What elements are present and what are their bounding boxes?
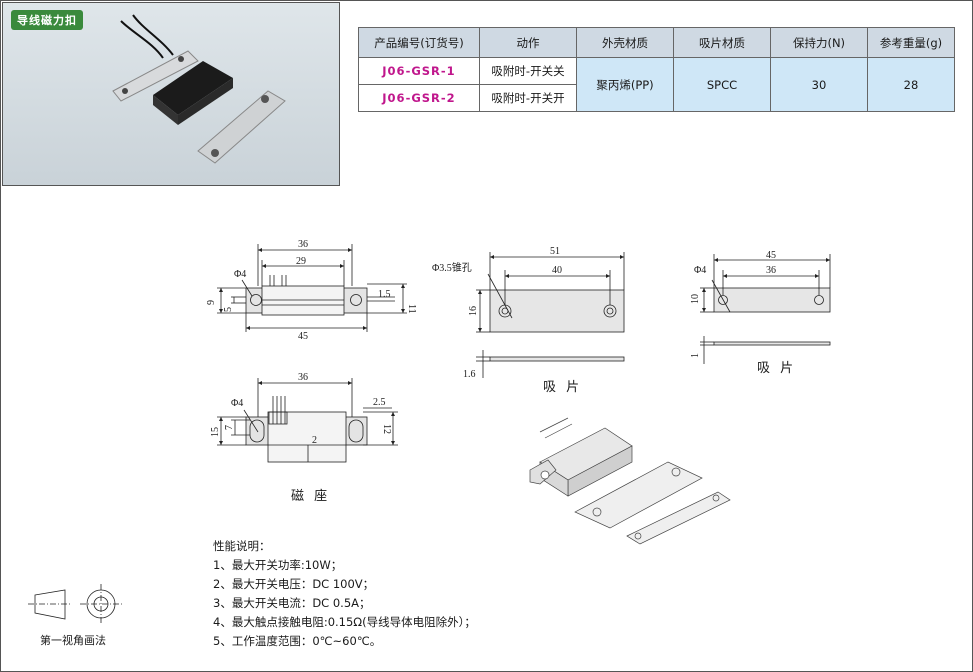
dim-top-36: 36 xyxy=(298,239,308,250)
feature-item: 3、最大开关电流：DC 0.5A； xyxy=(213,596,371,610)
feature-item: 1、最大开关功率:10W； xyxy=(213,558,343,572)
features-list: 性能说明： 1、最大开关功率:10W； 2、最大开关电压：DC 100V； 3、… xyxy=(213,537,476,651)
dim-top-29: 29 xyxy=(296,256,306,267)
dim-front-2: 2 xyxy=(312,435,317,446)
header-weight: 参考重量(g) xyxy=(867,27,955,58)
header-action: 动作 xyxy=(479,27,577,58)
feature-item: 2、最大开关电压：DC 100V； xyxy=(213,577,375,591)
front-view-drawing xyxy=(217,378,398,463)
dim-top-5: 5 xyxy=(223,307,234,312)
dim-front-phi: Φ4 xyxy=(231,398,243,409)
product-photo-illustration xyxy=(112,14,286,164)
spec-table-header: 产品编号(订货号) 动作 外壳材质 吸片材质 保持力(N) 参考重量(g) xyxy=(358,27,955,58)
header-code: 产品编号(订货号) xyxy=(358,27,480,58)
projection-symbol xyxy=(28,584,122,624)
features-title: 性能说明： xyxy=(213,539,271,553)
projection-label: 第一视角画法 xyxy=(40,634,106,647)
dim-front-7: 7 xyxy=(224,425,235,430)
dim-plate2-thickness: 1 xyxy=(690,353,701,358)
product-code: J06-GSR-1 xyxy=(358,57,480,85)
table-row: J06-GSR-1 吸附时-开关关 聚丙烯(PP) SPCC 30 28 xyxy=(358,57,955,112)
dim-top-45: 45 xyxy=(298,331,308,342)
dim-front-15: 15 xyxy=(210,427,221,437)
assembly-isometric xyxy=(529,417,731,545)
dim-top-9: 9 xyxy=(206,300,217,305)
table-row: J06-GSR-2 吸附时-开关开 xyxy=(358,84,955,112)
caption-plate-large: 吸 片 xyxy=(543,380,583,395)
spec-table: 产品编号(订货号) 动作 外壳材质 吸片材质 保持力(N) 参考重量(g) J0… xyxy=(358,27,955,112)
feature-item: 4、最大触点接触电阻:0.15Ω(导线导体电阻除外）； xyxy=(213,615,476,629)
dim-plate1-16: 16 xyxy=(468,306,479,316)
header-force: 保持力(N) xyxy=(770,27,868,58)
header-plate: 吸片材质 xyxy=(673,27,771,58)
dim-top-11: 11 xyxy=(406,304,417,314)
dim-front-36: 36 xyxy=(298,372,308,383)
dim-plate1-51: 51 xyxy=(550,246,560,257)
feature-item: 5、工作温度范围：0℃~60℃。 xyxy=(213,634,382,648)
action: 吸附时-开关开 xyxy=(479,84,577,112)
holding-force: 30 xyxy=(770,57,868,112)
product-photo: 导线磁力扣 xyxy=(2,2,340,186)
dim-plate1-40: 40 xyxy=(552,265,562,276)
caption-plate-small: 吸 片 xyxy=(757,361,797,376)
weight: 28 xyxy=(867,57,955,112)
dim-front-2-5: 2.5 xyxy=(373,397,386,408)
dim-plate1-phi: Φ3.5锥孔 xyxy=(432,262,472,274)
product-tag: 导线磁力扣 xyxy=(11,10,83,30)
dim-top-1-5: 1.5 xyxy=(378,289,391,300)
dim-plate2-phi: Φ4 xyxy=(694,265,706,276)
dim-plate2-10: 10 xyxy=(690,294,701,304)
header-shell: 外壳材质 xyxy=(576,27,674,58)
product-code: J06-GSR-2 xyxy=(358,84,480,112)
small-plate-drawing xyxy=(700,254,831,364)
dim-plate1-thickness: 1.6 xyxy=(463,369,476,380)
dim-front-12: 12 xyxy=(381,424,392,434)
dim-plate2-45: 45 xyxy=(766,250,776,261)
top-view-drawing xyxy=(217,244,407,332)
large-plate-drawing xyxy=(476,252,625,378)
action: 吸附时-开关关 xyxy=(479,57,577,85)
dim-plate2-36: 36 xyxy=(766,265,776,276)
dim-top-phi: Φ4 xyxy=(234,269,246,280)
caption-base: 磁 座 xyxy=(291,489,331,504)
shell-material: 聚丙烯(PP) xyxy=(576,57,674,112)
